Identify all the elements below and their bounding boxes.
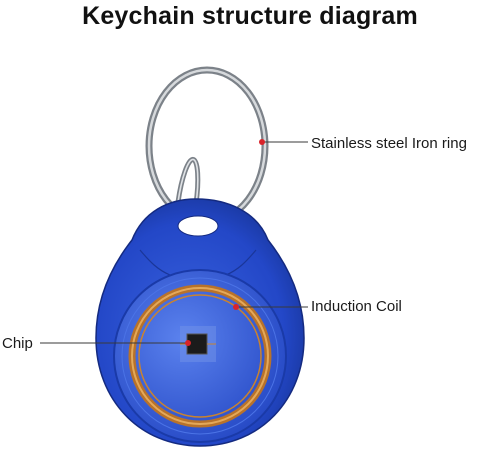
pointer-chip <box>40 340 191 346</box>
induction-coil <box>128 284 272 428</box>
blue-fob <box>95 198 305 447</box>
label-steel-ring: Stainless steel Iron ring <box>311 135 467 152</box>
label-induction-coil: Induction Coil <box>311 298 402 315</box>
chip <box>180 326 216 362</box>
diagram-title: Keychain structure diagram <box>82 2 418 30</box>
label-chip: Chip <box>2 335 33 352</box>
pointer-coil <box>233 304 308 310</box>
pointer-ring <box>259 139 308 145</box>
